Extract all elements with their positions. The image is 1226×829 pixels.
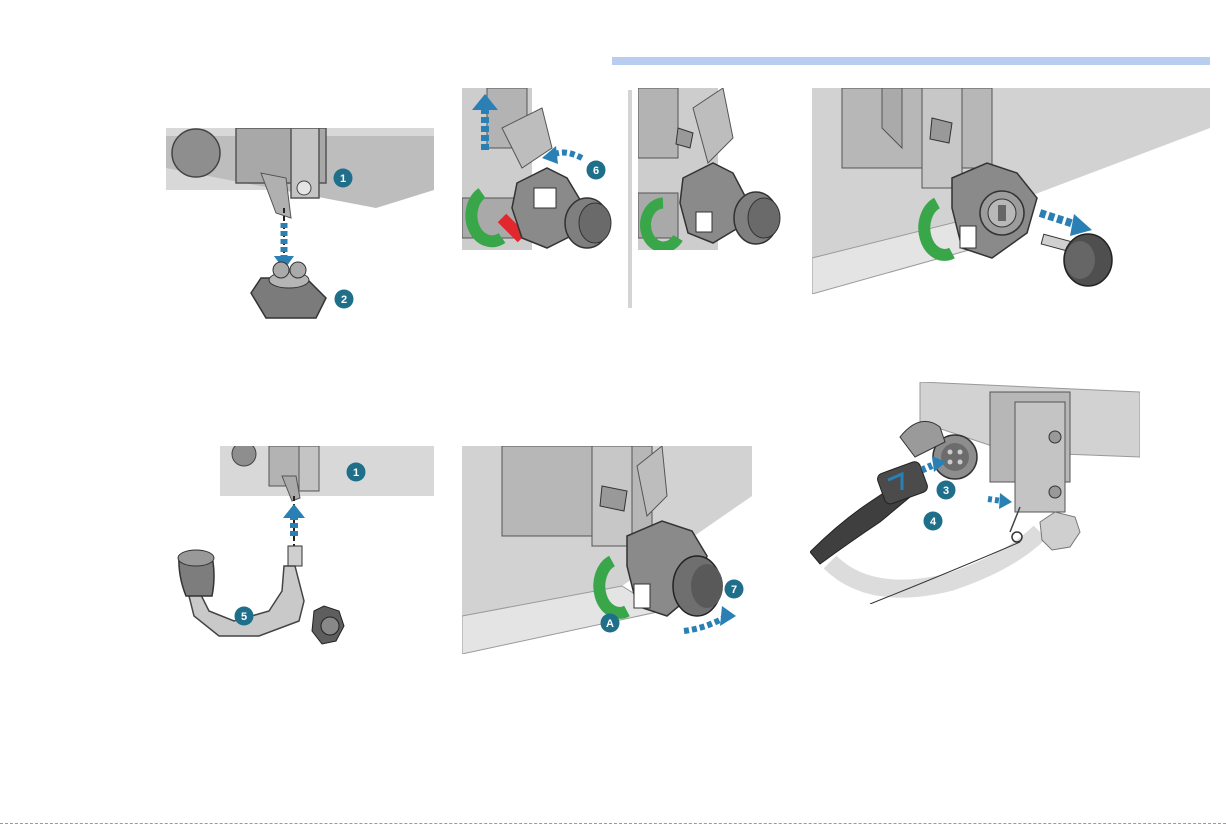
callout-label: A bbox=[606, 618, 614, 630]
illustration-connect-socket: 3 4 bbox=[810, 382, 1140, 604]
illustration-knob-locked bbox=[638, 88, 784, 250]
illustration-lock-knob-fit-cap: 7 A bbox=[462, 446, 752, 654]
callout-badge: 1 bbox=[333, 168, 353, 188]
illustration-unlock-knob: 6 bbox=[462, 88, 612, 250]
callout-label: 7 bbox=[731, 584, 737, 596]
callout-badge: 1 bbox=[346, 462, 366, 482]
callout-badge: A bbox=[600, 613, 620, 633]
callout-badge: 2 bbox=[334, 289, 354, 309]
callout-label: 4 bbox=[930, 516, 937, 528]
callout-badge: 4 bbox=[923, 511, 943, 531]
panel-divider bbox=[628, 90, 632, 308]
callout-badge: 6 bbox=[586, 160, 606, 180]
callout-badge: 3 bbox=[936, 480, 956, 500]
page-bottom-border bbox=[0, 823, 1226, 824]
illustration-remove-cap: 1 2 bbox=[166, 128, 434, 340]
header-band bbox=[612, 57, 1210, 65]
illustration-insert-ball-neck: 1 5 bbox=[164, 446, 434, 664]
callout-label: 6 bbox=[593, 165, 599, 177]
callout-label: 1 bbox=[353, 467, 359, 479]
callout-label: 1 bbox=[340, 173, 346, 185]
callout-badge: 5 bbox=[234, 606, 254, 626]
callout-badge: 7 bbox=[724, 579, 744, 599]
callout-label: 2 bbox=[341, 294, 347, 306]
callout-label: 3 bbox=[943, 485, 949, 497]
illustration-remove-lock-cover bbox=[812, 88, 1210, 294]
callout-label: 5 bbox=[241, 611, 247, 623]
